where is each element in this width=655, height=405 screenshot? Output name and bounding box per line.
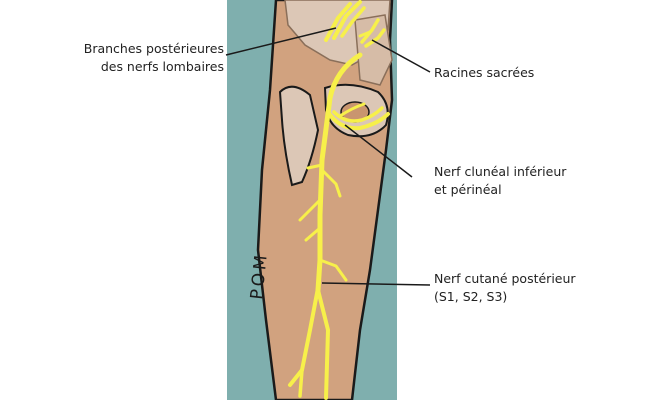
cutaneous-branch	[298, 368, 304, 398]
nerve-tree	[288, 0, 390, 400]
sacral-root	[358, 30, 372, 38]
artist-signature: POM	[247, 251, 272, 300]
label-cutaneous-line1: Nerf cutané postérieur	[434, 271, 576, 286]
leader-line-lumbar	[225, 27, 337, 56]
cutaneous-branch	[288, 286, 320, 387]
leader-line-cluneal	[344, 124, 413, 178]
label-cutaneous-line2: (S1, S2, S3)	[434, 289, 508, 304]
lumbar-branch	[340, 6, 366, 38]
label-lumbar-line2: des nerfs lombaires	[100, 59, 224, 74]
cutaneous-branch	[316, 288, 330, 400]
label-cluneal-nerve: Nerf clunéal inférieur et périnéal	[434, 163, 566, 199]
label-cutaneous-nerve: Nerf cutané postérieur (S1, S2, S3)	[434, 270, 576, 306]
label-sacral-line1: Racines sacrées	[434, 65, 535, 80]
nerve-twig	[298, 198, 322, 222]
nerve-trunk	[315, 52, 363, 293]
label-cluneal-line2: et périnéal	[434, 182, 502, 197]
leader-line-cutaneous	[321, 282, 431, 286]
cluneal-branch	[332, 106, 384, 123]
sacral-root	[360, 18, 380, 44]
cluneal-branch	[338, 102, 366, 118]
lumbar-branch	[324, 2, 352, 42]
sacral-root	[364, 28, 386, 48]
nerve-twig	[320, 168, 342, 198]
nerve-twig	[318, 258, 348, 282]
hip-joint	[278, 85, 320, 187]
label-lumbar-branches: Branches postérieures des nerfs lombaire…	[84, 40, 224, 76]
label-sacral-roots: Racines sacrées	[434, 64, 534, 82]
cluneal-branch	[326, 110, 390, 131]
leader-line-sacral	[371, 39, 431, 73]
label-lumbar-line1: Branches postérieures	[83, 41, 224, 56]
nerve-twig	[306, 163, 324, 170]
nerve-twig	[304, 226, 322, 242]
label-cluneal-line1: Nerf clunéal inférieur	[434, 164, 567, 179]
lumbar-branch	[332, 0, 362, 40]
leader-lines	[225, 27, 431, 286]
